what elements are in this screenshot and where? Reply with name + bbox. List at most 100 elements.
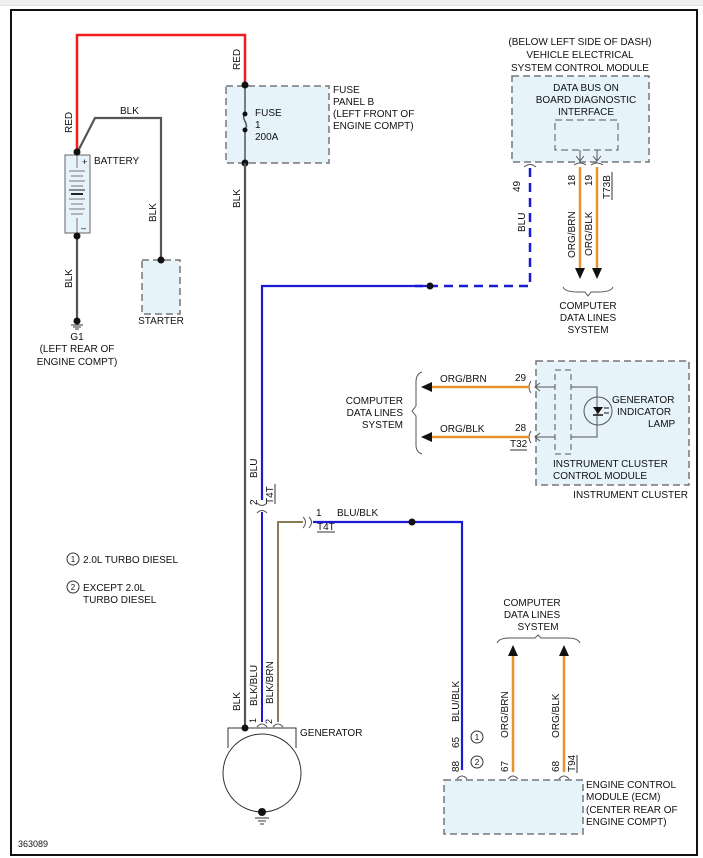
data-bus-interface-box [554,119,619,151]
data-lines-top-1[interactable]: COMPUTER [559,301,616,312]
svg-text:1: 1 [71,555,76,564]
vescm-pin-19: 19 [584,174,595,186]
ecm-marker-1 [470,730,484,744]
vescm-title-2: SYSTEM CONTROL MODULE [511,63,649,74]
engine-control-module[interactable]: ENGINE CONTROL MODULE (ECM) (CENTER REAR… [443,779,678,835]
wire-label-battery-red: RED [64,112,75,133]
blk-wire-battery-to-starter[interactable] [76,116,163,260]
fuse-rating: 200A [255,132,279,143]
generator[interactable]: BLK BLK/BLU BLK/BRN 1 2 GENERATOR [222,661,362,825]
splice-blu-blk [408,518,416,526]
arrow-down-icon [592,268,602,279]
wire-label-ecm-blu-blk: BLU/BLK [451,681,462,722]
data-lines-ecm-3[interactable]: SYSTEM [517,622,558,633]
generator-body [222,733,302,813]
fuse-panel-title-4: ENGINE COMPT) [333,121,414,132]
legend-marker-2 [66,580,80,594]
starter-terminal [157,256,165,264]
blu-blk-wire-to-ecm[interactable] [313,520,464,770]
instrument-cluster-body [535,360,690,486]
fuse-input-terminal [241,81,249,89]
data-lines-ecm-1[interactable]: COMPUTER [503,598,560,609]
cluster-pin-29: 29 [515,373,527,384]
data-lines-top-3[interactable]: SYSTEM [567,325,608,336]
wire-label-fuse-blk: BLK [232,189,243,208]
ground-g1-icon [71,317,83,330]
wire-label-vescm-blu: BLU [517,213,528,232]
vescm-title-1: VEHICLE ELECTRICAL [526,50,634,61]
generator-housing [227,727,297,748]
ecm-title-4: ENGINE COMPT) [586,817,667,828]
wire-label-gen-blk-brn: BLK/BRN [265,661,276,704]
blu-wire-to-t4t[interactable] [260,284,427,500]
generator-pin-2: 2 [264,719,274,724]
splice-battery-positive [73,148,81,156]
wire-label-gen-blu: BLU [249,459,260,478]
data-lines-mid-3[interactable]: SYSTEM [362,420,403,431]
arrow-up-icon [559,645,569,656]
data-lines-mid-2[interactable]: DATA LINES [347,408,404,419]
window-top-strip [0,0,703,6]
splice-battery-negative [73,232,81,240]
fuse-panel-title-3: (LEFT FRONT OF [333,109,414,120]
wire-label-ground-blk: BLK [64,269,75,288]
vescm-inner-1: DATA BUS ON [553,83,619,94]
lamp-label-1: GENERATOR [612,395,674,406]
ecm-pin-88: 88 [451,760,462,772]
vescm-location: (BELOW LEFT SIDE OF DASH) [508,37,651,48]
vehicle-electrical-system-control-module[interactable]: (BELOW LEFT SIDE OF DASH) VEHICLE ELECTR… [508,37,652,168]
t4t-pin-1: 1 [316,508,322,519]
arrow-left-icon [421,382,432,392]
battery[interactable]: + – BATTERY [64,154,140,234]
cluster-outer-label: INSTRUMENT CLUSTER [573,490,688,501]
starter-body [141,259,181,315]
fuse-panel-title-1: FUSE [333,85,360,96]
wire-label-cluster-org-blk: ORG/BLK [440,424,485,435]
data-lines-mid-1[interactable]: COMPUTER [346,396,403,407]
legend-text-1: 2.0L TURBO DIESEL [83,555,178,566]
t4t-connector-icons [256,502,312,529]
ecm-title-1: ENGINE CONTROL [586,780,676,791]
data-lines-top-2[interactable]: DATA LINES [560,313,617,324]
ecm-pin-67: 67 [500,760,511,772]
vescm-connector-icons [523,150,604,168]
wire-label-starter-blk: BLK [148,203,159,222]
fuse-panel-b[interactable]: FUSE 1 200A FUSE PANEL B (LEFT FRONT OF … [225,81,414,167]
starter[interactable]: STARTER [138,256,184,328]
wire-label-battery-blk: BLK [120,106,139,117]
wire-label-cluster-org-brn: ORG/BRN [440,374,487,385]
arrow-left-icon [421,432,432,442]
vescm-connector-t73b: T73B [602,175,613,199]
vescm-pin-18: 18 [567,174,578,186]
legend-marker-1 [66,552,80,566]
wire-label-vescm-org-brn: ORG/BRN [567,211,578,258]
fuse-label: FUSE [255,108,282,119]
vescm-pin-49: 49 [512,180,523,192]
data-lines-ecm-2[interactable]: DATA LINES [504,610,561,621]
arrow-down-icon [575,268,585,279]
blk-brn-wire-to-generator[interactable] [277,521,303,722]
ecm-body [443,779,584,835]
battery-label: BATTERY [94,156,140,167]
fuse-panel-body [225,85,330,164]
generator-connector-icons [256,723,284,728]
generator-ground-icon [255,808,269,825]
wire-label-fuse-red: RED [232,49,243,70]
brace-icon [562,286,614,297]
red-wire-battery-to-fuse[interactable] [75,33,247,153]
wire-label-ecm-org-blk: ORG/BLK [551,693,562,738]
svg-text:2: 2 [71,583,76,592]
ground-name: G1 [70,332,84,343]
ecm-pin-68: 68 [551,760,562,772]
led-lamp-icon [593,407,609,416]
ecm-pin-65: 65 [451,736,462,748]
generator-label: GENERATOR [300,728,362,739]
diagram-id-number: 363089 [18,839,48,849]
svg-text:1: 1 [475,733,480,742]
ecm-connector-icons [456,775,570,780]
instrument-cluster[interactable]: GENERATOR INDICATOR LAMP INSTRUMENT CLUS… [528,360,690,501]
diagram-frame [10,9,698,856]
arrow-up-icon [508,645,518,656]
svg-text:2: 2 [475,758,480,767]
